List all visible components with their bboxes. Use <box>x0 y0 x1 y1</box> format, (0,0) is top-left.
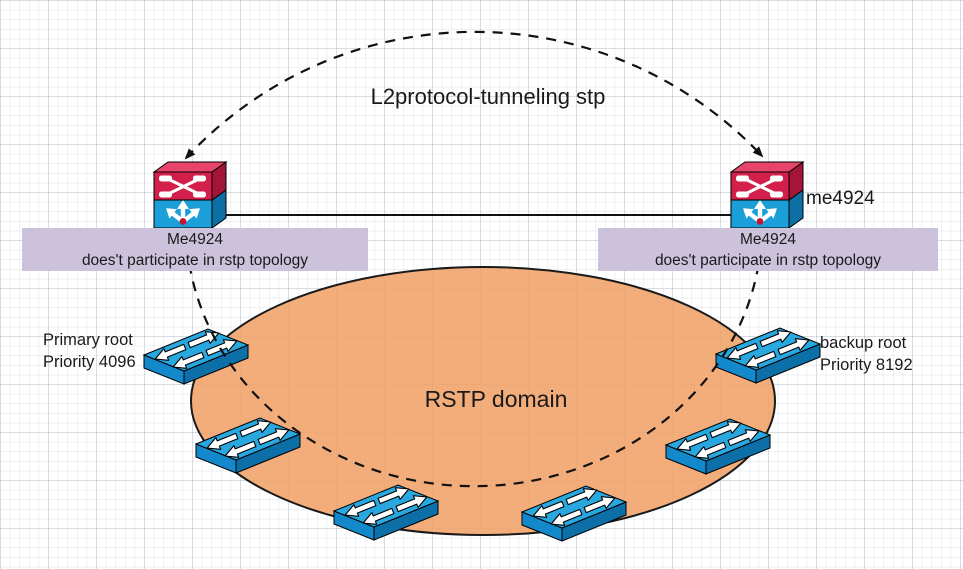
me4924-device-name-label: me4924 <box>806 188 875 209</box>
rstp-domain-ellipse <box>190 266 776 536</box>
backup-root-line1: backup root <box>820 334 907 352</box>
backup-root-line2: Priority 8192 <box>820 355 913 374</box>
primary-root-line1: Primary root <box>43 331 133 349</box>
me4924-note-box-right: Me4924 does't participate in rstp topolo… <box>598 228 938 271</box>
rstp-domain-label: RSTP domain <box>424 386 568 412</box>
me4924-note-right-line2: does't participate in rstp topology <box>654 252 882 269</box>
me4924-switch-icon-right <box>729 160 805 230</box>
me4924-switch-icon-left <box>152 160 228 230</box>
me4924-note-box-left: Me4924 does't participate in rstp topolo… <box>22 228 368 271</box>
tunnel-title-label: L2protocol-tunneling stp <box>370 84 606 109</box>
me4924-note-left-line1: Me4924 <box>166 231 223 248</box>
primary-root-line2: Priority 4096 <box>43 352 136 371</box>
primary-root-label: Primary root Priority 4096 <box>43 330 136 373</box>
me4924-note-right-line1: Me4924 <box>739 231 796 248</box>
backup-root-label: backup root Priority 8192 <box>820 333 913 376</box>
me4924-note-left-line2: does't participate in rstp topology <box>81 252 309 269</box>
tunnel-dashed-arc-double-arrow <box>184 30 764 160</box>
